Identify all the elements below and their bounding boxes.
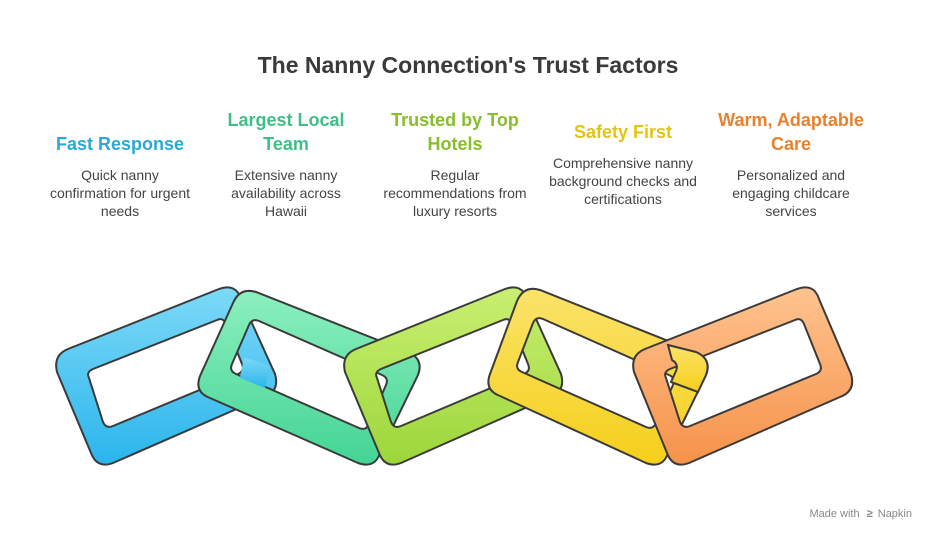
factor-title: Safety First [573, 122, 673, 142]
factor-title: Fast Response [55, 134, 185, 154]
factor-description: Quick nanny confirmation for urgent need… [49, 167, 191, 219]
made-with-label: Made with [809, 508, 860, 520]
factor-description: Regular recommendations from luxury reso… [383, 167, 527, 219]
napkin-brand-label: Napkin [877, 508, 912, 520]
napkin-logo-icon: ≥ [866, 508, 873, 520]
page-title: The Nanny Connection's Trust Factors [257, 52, 679, 78]
factor-title: Warm, Adaptable Care [718, 110, 864, 154]
factor-trusted-by-top-hotels: Trusted by Top Hotels Regular recommenda… [380, 108, 530, 220]
footer-credit: Made with ≥ Napkin [809, 508, 912, 520]
factor-warm-adaptable-care: Warm, Adaptable Care Personalized and en… [716, 108, 866, 220]
chain-link-warm-adaptable-care [632, 286, 854, 466]
factor-safety-first: Safety First Comprehensive nanny backgro… [548, 120, 698, 208]
factor-title: Largest Local Team [227, 110, 345, 154]
chain-link-fast-response [55, 286, 278, 466]
chain-link-overlap [240, 357, 270, 388]
chain-link-trusted-by-top-hotels [343, 286, 564, 466]
factor-fast-response: Fast Response Quick nanny confirmation f… [45, 132, 195, 220]
factor-title: Trusted by Top Hotels [391, 110, 519, 154]
factor-description: Extensive nanny availability across Hawa… [231, 167, 341, 219]
chain-link-overlap [666, 343, 709, 394]
factor-largest-local-team: Largest Local Team Extensive nanny avail… [211, 108, 361, 220]
factor-description: Personalized and engaging childcare serv… [732, 167, 850, 219]
factor-description: Comprehensive nanny background checks an… [549, 155, 697, 207]
